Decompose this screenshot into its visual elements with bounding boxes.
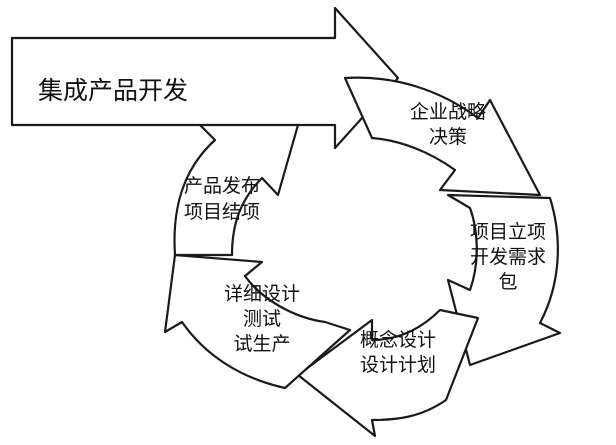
stage-detail-line-2: 测试: [243, 308, 281, 330]
title-arrow: [10, 6, 400, 150]
stage-detail-arrow: [163, 253, 352, 390]
stage-detail-line-3: 试生产: [233, 333, 290, 355]
stage-detail-line-1: 详细设计: [224, 283, 300, 305]
stage-concept-line-2: 设计计划: [360, 354, 436, 376]
stage-initiation-line-1: 项目立项: [470, 221, 546, 243]
stage-release-line-1: 产品发布: [184, 175, 260, 197]
stage-initiation-line-2: 开发需求: [470, 246, 546, 268]
stage-strategy-line-1: 企业战略: [410, 101, 486, 123]
stage-concept-line-1: 概念设计: [360, 328, 436, 351]
stage-initiation-line-3: 包: [498, 271, 517, 293]
stage-release-line-2: 项目结项: [184, 201, 260, 223]
stage-strategy-arrow: [343, 76, 542, 197]
title-label: 集成产品开发: [38, 76, 188, 105]
stage-strategy-line-2: 决策: [429, 126, 467, 148]
